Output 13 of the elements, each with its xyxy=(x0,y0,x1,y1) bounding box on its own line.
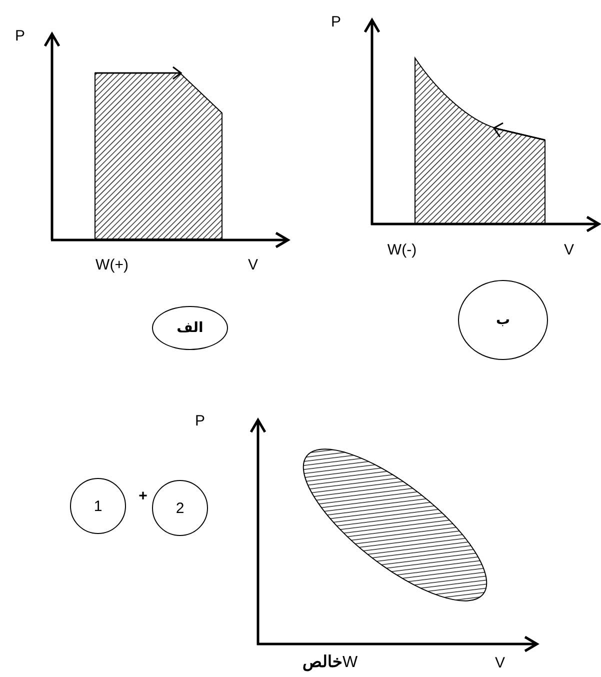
label-ellipse: الف xyxy=(152,306,228,350)
axis-label: W(+) xyxy=(96,258,128,272)
label-ellipse: ب xyxy=(458,280,548,360)
number-circle: 2 xyxy=(152,480,208,536)
axis-label: V xyxy=(495,656,505,670)
axis-label: P xyxy=(15,28,25,44)
axis-label: P xyxy=(195,414,205,428)
axis-label: P xyxy=(331,14,341,30)
axis-label: V xyxy=(564,242,574,258)
axis-label: V xyxy=(248,258,258,272)
number-circle: 1 xyxy=(70,478,126,534)
axis-label: W(-) xyxy=(387,242,417,258)
plus-sign: + xyxy=(138,488,148,504)
